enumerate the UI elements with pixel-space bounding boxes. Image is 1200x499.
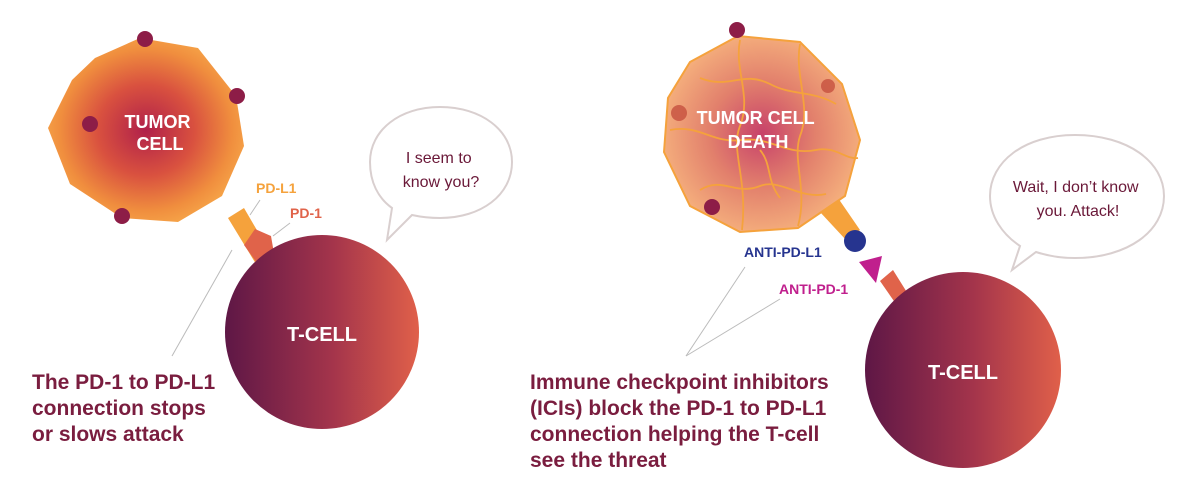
left-caption-line: The PD-1 to PD-L1	[32, 371, 216, 394]
left-tumor-dot	[229, 88, 245, 104]
left-panel: TUMOR CELL T-CELL PD-L1 PD-1 I seem to k…	[48, 31, 514, 429]
right-tcell-label: T-CELL	[928, 362, 998, 384]
right-bubble-text: Wait, I don’t know you. Attack!	[1013, 179, 1143, 220]
right-tumor-dot	[671, 105, 687, 121]
right-caption-line: see the threat	[530, 449, 667, 472]
left-caption: The PD-1 to PD-L1 connection stops or sl…	[32, 370, 215, 448]
anti-pdl1-label: ANTI-PD-L1	[744, 244, 822, 260]
left-pdl1-label: PD-L1	[256, 180, 297, 196]
left-tcell-label: T-CELL	[287, 324, 357, 346]
anti-pd1-label: ANTI-PD-1	[779, 281, 848, 297]
left-caption-line: or slows attack	[32, 423, 184, 446]
right-tumor-label: TUMOR CELL DEATH	[697, 108, 820, 152]
right-pdl1-receptor	[820, 198, 860, 240]
right-caption-pointer	[685, 298, 781, 357]
right-caption: Immune checkpoint inhibitors (ICIs) bloc…	[530, 370, 829, 474]
left-tumor-dot	[114, 208, 130, 224]
right-speech-bubble	[988, 133, 1166, 273]
left-tumor-dot	[137, 31, 153, 47]
left-tumor-dot	[82, 116, 98, 132]
left-pdl1-pointer	[249, 199, 261, 216]
right-tumor-cracks	[669, 39, 859, 231]
right-tumor-cell	[662, 34, 862, 234]
left-tumor-label: TUMOR CELL	[124, 112, 195, 154]
right-caption-line: connection helping the T-cell	[530, 423, 820, 446]
left-bubble-text: I seem to know you?	[403, 150, 480, 191]
left-caption-pointer	[171, 249, 233, 357]
left-caption-line: connection stops	[32, 397, 206, 420]
anti-pd1-antibody	[859, 256, 882, 283]
right-tumor-dot	[821, 79, 835, 93]
right-panel: TUMOR CELL DEATH T-CELL ANTI-PD-L1 ANTI-…	[662, 22, 1166, 468]
left-t-cell	[225, 235, 419, 429]
anti-pdl1-antibody	[844, 230, 866, 252]
right-caption-pointer	[685, 266, 746, 357]
left-tumor-cell	[48, 38, 244, 222]
right-caption-line: (ICIs) block the PD-1 to PD-L1	[530, 397, 827, 420]
right-tumor-dot	[729, 22, 745, 38]
right-caption-line: Immune checkpoint inhibitors	[530, 371, 829, 394]
right-tumor-dot	[704, 199, 720, 215]
right-t-cell	[865, 272, 1061, 468]
left-speech-bubble	[368, 105, 514, 243]
left-pd1-pointer	[272, 222, 291, 237]
left-pd1-label: PD-1	[290, 205, 322, 221]
